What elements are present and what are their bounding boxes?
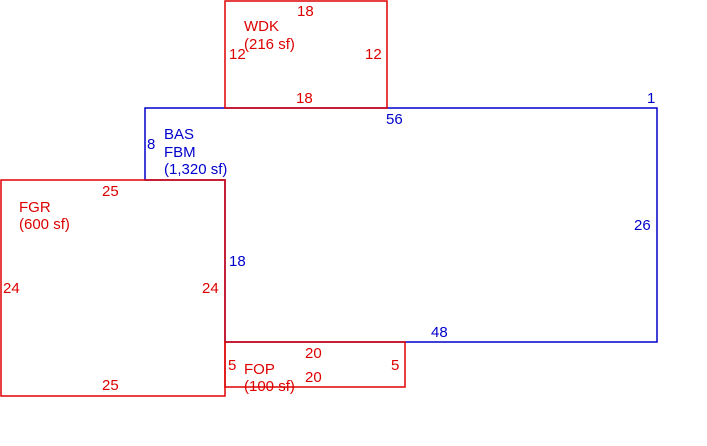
fop-code-label: FOP <box>244 361 275 378</box>
fgr-dim-bottom: 25 <box>102 377 119 394</box>
bas-area-label: (1,320 sf) <box>164 161 227 178</box>
bas-dim-left-inner: 18 <box>229 253 246 270</box>
fgr-outline <box>0 179 226 397</box>
wdk-area-label: (216 sf) <box>244 36 295 53</box>
fop-dim-bottom: 20 <box>305 369 322 386</box>
fgr-dim-left: 24 <box>3 280 20 297</box>
bas-code-label: BAS <box>164 126 194 143</box>
fop-dim-right: 5 <box>391 357 399 374</box>
bas-dim-top: 56 <box>386 111 403 128</box>
fop-dim-top: 20 <box>305 345 322 362</box>
fgr-code-label: FGR <box>19 199 51 216</box>
wdk-dim-bottom: 18 <box>296 90 313 107</box>
bas-dim-top-right: 1 <box>647 90 655 107</box>
fbm-code-label: FBM <box>164 144 196 161</box>
bas-dim-bottom: 48 <box>431 324 448 341</box>
fgr-dim-right: 24 <box>202 280 219 297</box>
bas-dim-right: 26 <box>634 217 651 234</box>
fop-dim-left: 5 <box>228 357 236 374</box>
wdk-dim-left: 12 <box>229 46 246 63</box>
fgr-area-label: (600 sf) <box>19 216 70 233</box>
bas-dim-left-upper: 8 <box>147 136 155 153</box>
wdk-outline <box>224 0 388 109</box>
bas-outline <box>144 107 658 343</box>
fop-area-label: (100 sf) <box>244 378 295 395</box>
wdk-code-label: WDK <box>244 18 279 35</box>
wdk-dim-top: 18 <box>297 3 314 20</box>
fgr-dim-top: 25 <box>102 183 119 200</box>
wdk-dim-right: 12 <box>365 46 382 63</box>
fop-outline <box>224 341 406 388</box>
